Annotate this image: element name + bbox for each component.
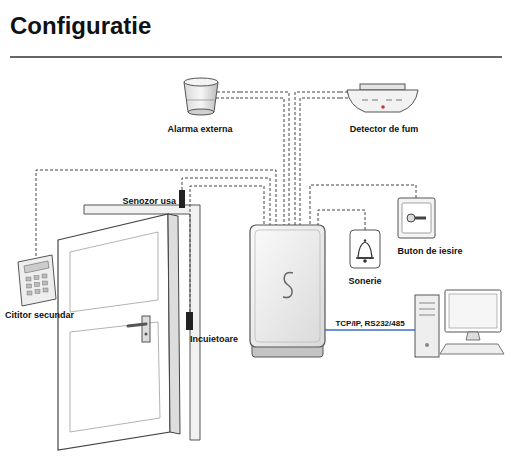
computer-illustration-part	[445, 290, 501, 332]
keypad-reader-illustration-part	[27, 291, 32, 295]
alarm-device: Alarma externa	[160, 76, 240, 134]
wire-connector	[240, 92, 289, 225]
smoke-detector: Detector de fum	[340, 80, 428, 134]
wire-connector	[325, 329, 415, 331]
keypad-reader-illustration-part	[43, 281, 48, 285]
door-sensor-symbol	[179, 190, 185, 208]
access-controller-illustration	[250, 225, 325, 357]
computer	[415, 288, 507, 358]
keypad-reader-illustration-part	[35, 290, 40, 294]
door-illustration	[58, 205, 200, 450]
access-controller-illustration-part	[255, 230, 320, 342]
smoke-detector-illustration-part	[360, 84, 405, 90]
wire-connector	[318, 210, 365, 230]
exit-button-illustration-part	[402, 203, 431, 233]
smoke-detector-illustration-part	[362, 99, 402, 100]
keypad-reader-illustration-part	[26, 274, 48, 295]
doorbell-illustration-part	[358, 242, 372, 258]
smoke-detector-illustration	[340, 84, 418, 112]
computer-illustration-part	[466, 332, 480, 340]
keypad-reader-illustration-part	[34, 276, 39, 280]
access-controller	[250, 225, 325, 357]
device-label: Cititor secundar	[5, 310, 74, 320]
access-controller-illustration-part	[250, 225, 325, 347]
computer-illustration-part	[419, 303, 435, 315]
door-illustration-part	[70, 232, 158, 312]
external-alarm-illustration-part	[188, 109, 214, 115]
smoke-detector-illustration-part	[381, 105, 385, 109]
exit-button-illustration-part	[415, 217, 426, 220]
exit-button-illustration-part	[407, 214, 415, 222]
keypad-reader-illustration-part	[35, 283, 40, 287]
connector-label: TCP/IP, RS232/485	[334, 319, 405, 328]
external-alarm-illustration-part	[187, 100, 215, 101]
wire-connector	[190, 186, 264, 312]
smoke-detector-illustration-part	[340, 92, 350, 98]
wire-connector	[36, 170, 276, 256]
device-label: Detector de fum	[350, 124, 419, 134]
exit-button-illustration	[398, 198, 435, 238]
computer-illustration	[415, 290, 504, 357]
doorbell-illustration-part	[350, 230, 380, 268]
wire-connector	[295, 92, 340, 225]
external-alarm-illustration-part	[216, 92, 240, 98]
computer-illustration-part	[449, 294, 497, 328]
smoke-detector-illustration-part	[347, 90, 418, 112]
device-label: Incuietoare	[190, 334, 238, 344]
doorbell-illustration-part	[356, 257, 374, 259]
title-rule	[10, 56, 502, 58]
diagram-title: Configuratie	[10, 12, 151, 40]
connector-label-holder: TCP/IP, RS232/485	[334, 319, 405, 328]
access-controller-illustration-part	[283, 272, 293, 297]
exit-button-illustration-part	[398, 198, 435, 238]
door-sensor: Senozor usa	[112, 190, 186, 212]
door-illustration-part	[145, 333, 148, 336]
door-sensor-symbol-part	[179, 190, 185, 208]
doorbell-illustration-part	[364, 239, 366, 241]
doorbell-illustration-part	[363, 259, 367, 263]
keypad-reader-illustration-part	[42, 274, 47, 278]
door-lock: Incuietoare	[184, 312, 248, 344]
keypad-reader-illustration-part	[18, 255, 56, 306]
computer-illustration-part	[415, 295, 439, 357]
door-illustration-part	[128, 324, 146, 326]
doorbell-illustration	[350, 230, 380, 268]
device-label: Senozor usa	[122, 196, 176, 206]
external-alarm-illustration-part	[184, 78, 218, 86]
exit-button: Buton de iesire	[390, 198, 470, 256]
keypad-reader-illustration-part	[27, 284, 32, 288]
wire-connector	[182, 178, 270, 225]
door-illustration-part	[142, 316, 150, 342]
door-lock-symbol-part	[186, 312, 193, 330]
keypad-reader-illustration-part	[26, 277, 31, 281]
secondary-reader: Cititor secundar	[3, 256, 76, 320]
external-alarm-illustration	[184, 78, 240, 115]
device-label: Sonerie	[348, 276, 381, 286]
computer-illustration-part	[440, 344, 504, 354]
device-label: Buton de iesire	[397, 246, 462, 256]
keypad-reader-illustration-part	[43, 288, 48, 292]
device-label: Alarma externa	[167, 124, 232, 134]
keypad-reader-illustration-part	[24, 261, 49, 273]
door-illustration-part	[58, 214, 170, 450]
door-lock-symbol	[186, 312, 193, 330]
wire-connector	[310, 185, 416, 225]
door-illustration-part	[168, 214, 180, 434]
doorbell: Sonerie	[342, 230, 388, 286]
computer-illustration-part	[425, 343, 429, 347]
keypad-reader-illustration	[18, 255, 56, 306]
